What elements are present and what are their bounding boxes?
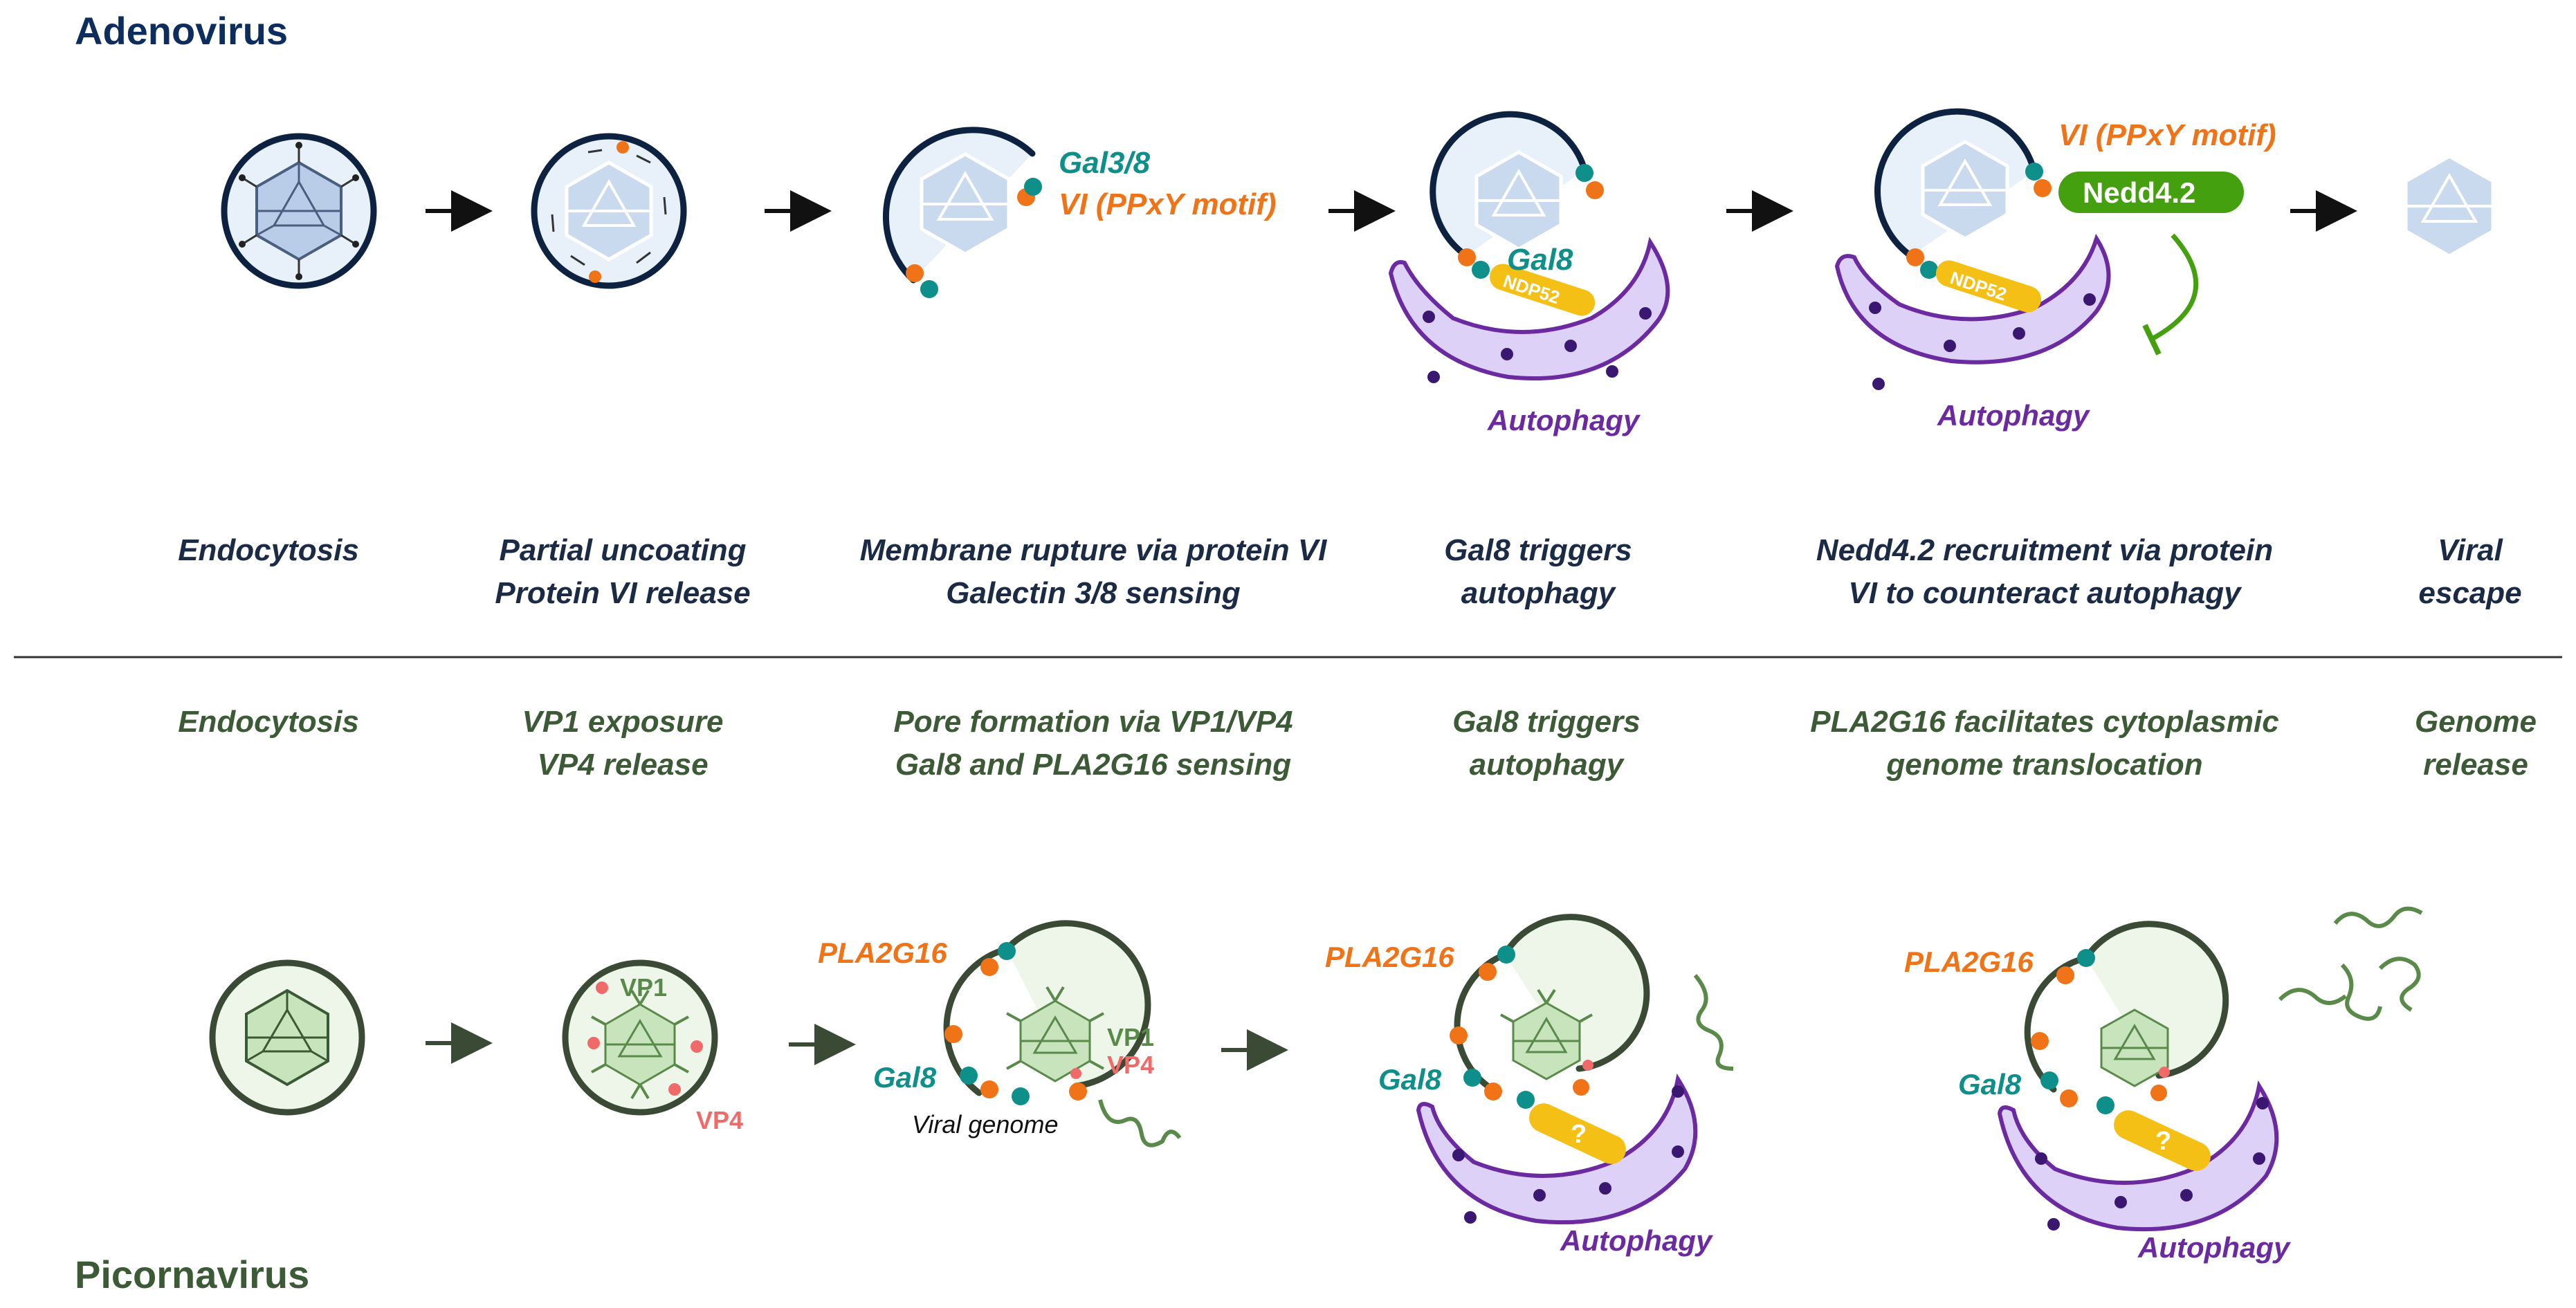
picorna-captions: Endocytosis VP1 exposure VP4 release Por… [178,705,2537,782]
picorna-autophagy-label-3: Autophagy [2137,1231,2292,1264]
picorna-autophagy-label-2: Autophagy [1560,1224,1714,1257]
adeno-rupture-icon [882,127,1042,298]
adeno-caption-2-line1: Partial uncoating [500,533,747,567]
adenovirus-title: Adenovirus [75,9,288,53]
adeno-vi-label-2: VI (PPxY motif) [2058,118,2276,152]
picorna-genome-strand-1 [1098,1099,1182,1148]
picorna-caption-4-line1: Gal8 triggers [1452,705,1640,739]
picorna-autophagy-icon-1 [1416,914,1734,1225]
picorna-vp1-label-b: VP1 [1107,1023,1154,1051]
picorna-viral-genome-label: Viral genome [912,1110,1058,1139]
picorna-caption-2-line2: VP4 release [537,748,708,782]
picorna-vp1-label-a: VP1 [620,973,667,1002]
picornavirus-title: Picornavirus [75,1253,309,1296]
adeno-nedd-icon [1834,108,2244,390]
adeno-captions: Endocytosis Partial uncoating Protein VI… [178,533,2521,610]
picorna-unknown-label-3: ? [2155,1127,2171,1156]
adeno-caption-3-line2: Galectin 3/8 sensing [946,576,1241,610]
picorna-caption-2-line1: VP1 exposure [522,705,723,739]
picorna-gal8-label-3: Gal8 [1958,1068,2022,1100]
picorna-endocytosis-icon [209,959,365,1116]
adeno-escape-capsid-icon [2404,154,2495,258]
adeno-nedd-label: Nedd4.2 [2083,176,2195,209]
picorna-caption-3-line1: Pore formation via VP1/VP4 [893,705,1292,739]
picorna-pla-label-2: PLA2G16 [1325,941,1454,973]
adeno-caption-2-line2: Protein VI release [495,576,750,610]
adeno-vi-label-1: VI (PPxY motif) [1059,187,1277,221]
picorna-genome-strand-2 [1693,974,1734,1071]
adeno-autophagy-label-2: Autophagy [1937,399,2091,432]
picorna-pla-label-3: PLA2G16 [1904,946,2034,978]
adeno-capsid-icon [239,142,359,280]
picorna-autophagy-icon-2 [1997,906,2423,1232]
picorna-caption-4-line2: autophagy [1470,748,1625,782]
picorna-vp4-label-a: VP4 [696,1106,743,1134]
picorna-caption-5-line2: genome translocation [1885,748,2202,782]
adeno-autophagy-label-1: Autophagy [1487,404,1641,436]
picorna-vp4-label-b: VP4 [1107,1051,1154,1079]
adeno-caption-6-line2: escape [2418,576,2521,610]
adeno-caption-5-line1: Nedd4.2 recruitment via protein [1816,533,2273,567]
adeno-caption-4-line2: autophagy [1461,576,1617,610]
picorna-pore-icon [943,920,1182,1148]
picorna-caption-6-line1: Genome [2415,705,2537,739]
picorna-caption-6-line2: release [2423,748,2528,782]
picorna-released-genome [2278,906,2423,1021]
adeno-caption-3-line1: Membrane rupture via protein VI [860,533,1328,567]
adeno-caption-1-line1: Endocytosis [178,533,359,567]
picorna-gal8-label-1: Gal8 [873,1061,937,1094]
picorna-caption-1-line1: Endocytosis [178,705,359,739]
picorna-phagophore-2 [1997,1080,2279,1232]
adeno-phagophore-2 [1834,233,2111,365]
adeno-endocytosis-icon [221,133,377,289]
adeno-caption-5-line2: VI to counteract autophagy [1848,576,2242,610]
adeno-gal8-label: Gal8 [1507,243,1573,277]
adeno-caption-4-line1: Gal8 triggers [1444,533,1632,567]
picorna-phagophore-1 [1416,1074,1698,1225]
picorna-vp1-exposure-icon [562,959,718,1116]
picorna-caption-3-line2: Gal8 and PLA2G16 sensing [895,748,1291,782]
adeno-caption-6-line1: Viral [2438,533,2503,567]
adeno-gal38-label: Gal3/8 [1059,146,1151,180]
picorna-unknown-label-2: ? [1571,1120,1587,1149]
adeno-autophagy-icon [1388,111,1670,383]
adeno-uncoating-icon [531,133,687,289]
picorna-gal8-label-2: Gal8 [1378,1063,1442,1096]
picorna-caption-5-line1: PLA2G16 facilitates cytoplasmic [1810,705,2278,739]
picorna-pla-label-1: PLA2G16 [818,937,947,969]
adeno-phagophore-1 [1388,237,1670,381]
